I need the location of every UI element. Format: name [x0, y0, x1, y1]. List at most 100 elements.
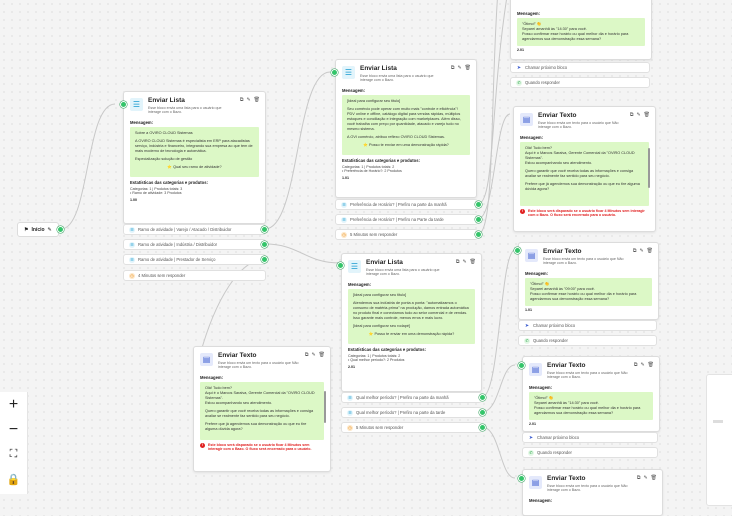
- edit-icon[interactable]: ✎: [246, 97, 251, 103]
- send-text-node[interactable]: ▤ Enviar Texto Esse bloco envia um texto…: [522, 469, 663, 516]
- output-handle[interactable]: [261, 226, 268, 233]
- send-text-node[interactable]: ▤ Enviar Texto Esse bloco envia um texto…: [193, 346, 331, 472]
- input-handle[interactable]: [331, 69, 338, 76]
- send-text-node[interactable]: Mensagem: "Ótimo!" 👏 Separei amanhã às "…: [510, 0, 652, 60]
- edit-icon[interactable]: ✎: [639, 248, 644, 254]
- option-label: Qual melhor período? | Prefiro na parte …: [356, 410, 446, 415]
- option-item[interactable]: ➤Chamar próximo bloco: [510, 62, 650, 73]
- option-item[interactable]: ◷4 Minutos sem responder: [123, 270, 266, 281]
- node-description: Esse bloco envia um texto para o usuário…: [543, 257, 624, 266]
- copy-icon[interactable]: ⧉: [304, 352, 309, 358]
- start-output-handle[interactable]: [57, 226, 64, 233]
- option-item[interactable]: ☰Qual melhor período? | Prefiro na parte…: [341, 392, 482, 403]
- stats-heading: Estatísticas das categorias e produtos:: [348, 346, 426, 352]
- copy-icon[interactable]: ⧉: [632, 248, 637, 254]
- option-item[interactable]: ☰Preferência de Horário? | Prefiro na Pa…: [335, 214, 478, 225]
- trash-icon[interactable]: 🗑: [469, 259, 476, 265]
- option-item[interactable]: ◷5 Minutos sem responder: [335, 229, 478, 240]
- minimap[interactable]: [706, 374, 732, 506]
- option-label: Ramo de atividade | Varejo / Atacado / D…: [138, 227, 232, 232]
- option-item[interactable]: ☰Ramo de atividade | Indústria / Distrib…: [123, 239, 266, 250]
- message-scrollbar[interactable]: [324, 391, 326, 423]
- option-item[interactable]: ☰Ramo de atividade | Varejo / Atacado / …: [123, 224, 266, 235]
- start-node[interactable]: ⚑ Início ✎: [17, 222, 59, 237]
- message-scrollbar[interactable]: [648, 148, 650, 188]
- copy-icon[interactable]: ⧉: [633, 362, 638, 368]
- message-line: Prefere que já agendemos sua demonstraçã…: [205, 421, 307, 431]
- option-item[interactable]: ✆Quando responder: [510, 77, 650, 88]
- edit-icon[interactable]: ✎: [640, 362, 645, 368]
- trash-icon[interactable]: 🗑: [646, 248, 653, 254]
- message-line: Posso confirmar esse horário ou qual mel…: [522, 32, 629, 41]
- edit-icon[interactable]: ✎: [643, 475, 648, 481]
- send-list-node[interactable]: ☰ Enviar Lista Esse bloco envia uma list…: [341, 253, 482, 392]
- send-list-node[interactable]: ☰ Enviar Lista Esse bloco envia uma list…: [335, 59, 477, 198]
- edit-icon[interactable]: ✎: [462, 259, 467, 265]
- input-handle[interactable]: [120, 101, 127, 108]
- message-line: [Ideal para configurar seu titulo]: [353, 292, 407, 297]
- option-item[interactable]: ☰Preferência de Horário? | Prefiro na pa…: [335, 199, 478, 210]
- stats-heading: Estatísticas das categorias e produtos:: [130, 179, 208, 185]
- copy-icon[interactable]: ⧉: [450, 65, 455, 71]
- stats-line: Categorias: 1 | Produtos totais: 3: [130, 186, 183, 191]
- trash-icon[interactable]: 🗑: [647, 362, 654, 368]
- copy-icon[interactable]: ⧉: [629, 112, 634, 118]
- message-line: Especialização solução de gestão: [135, 156, 193, 161]
- zoom-controls: + − ⛶ 🔒: [0, 392, 28, 494]
- output-handle[interactable]: [261, 256, 268, 263]
- copy-icon[interactable]: ⧉: [455, 259, 460, 265]
- option-item[interactable]: ➤Chamar próximo bloco: [522, 432, 658, 443]
- trash-icon[interactable]: 🗑: [650, 475, 657, 481]
- edit-icon[interactable]: ✎: [47, 226, 52, 233]
- input-handle[interactable]: [514, 247, 521, 254]
- copy-icon[interactable]: ⧉: [239, 97, 244, 103]
- message-line: [Ideal para configurar seu titulo]: [347, 98, 401, 103]
- copy-icon[interactable]: ⧉: [636, 475, 641, 481]
- send-text-node[interactable]: ▤ Enviar Texto Esse bloco envia um texto…: [522, 356, 660, 432]
- edit-icon[interactable]: ✎: [311, 352, 316, 358]
- input-handle[interactable]: [337, 262, 344, 269]
- message-heading: Mensagem:: [342, 87, 366, 93]
- message-heading: Mensagem:: [529, 384, 553, 390]
- list-icon: ☰: [341, 216, 347, 223]
- edit-icon[interactable]: ✎: [636, 112, 641, 118]
- zoom-out-button[interactable]: −: [0, 417, 27, 442]
- send-text-node[interactable]: ▤ Enviar Texto Esse bloco envia um texto…: [513, 106, 656, 232]
- output-handle[interactable]: [475, 201, 482, 208]
- zoom-in-button[interactable]: +: [0, 392, 27, 417]
- fit-view-button[interactable]: ⛶: [0, 442, 27, 467]
- trash-icon[interactable]: 🗑: [318, 352, 325, 358]
- option-label: Ramo de atividade | Indústria / Distribu…: [138, 242, 218, 247]
- option-item[interactable]: ☰Ramo de atividade | Prestador de Serviç…: [123, 254, 266, 265]
- node-description: Esse bloco envia um texto para o usuário…: [547, 484, 628, 493]
- node-title: Enviar Texto: [547, 475, 586, 482]
- message-line: Olá! Tudo bem?: [525, 145, 553, 150]
- trash-icon[interactable]: 🗑: [464, 65, 471, 71]
- fullscreen-icon: ⛶: [9, 448, 18, 460]
- option-item[interactable]: ✆Quando responder: [518, 335, 657, 346]
- output-handle[interactable]: [479, 424, 486, 431]
- output-handle[interactable]: [261, 241, 268, 248]
- option-item[interactable]: ◷5 Minutos sem responder: [341, 422, 482, 433]
- output-handle[interactable]: [479, 409, 486, 416]
- send-list-node[interactable]: ☰ Enviar Lista Esse bloco envia uma list…: [123, 91, 266, 224]
- list-icon: ☰: [341, 201, 347, 208]
- trash-icon[interactable]: 🗑: [253, 97, 260, 103]
- option-item[interactable]: ✆Quando responder: [522, 447, 658, 458]
- list-icon: ☰: [130, 98, 143, 111]
- send-text-node[interactable]: ▤ Enviar Texto Esse bloco envia um texto…: [518, 242, 659, 320]
- input-handle[interactable]: [518, 362, 525, 369]
- message-line: ⭐ Posso te enviar em uma demonstração rá…: [368, 331, 455, 336]
- output-handle[interactable]: [479, 394, 486, 401]
- trash-icon[interactable]: 🗑: [643, 112, 650, 118]
- option-item[interactable]: ➤Chamar próximo bloco: [518, 320, 657, 331]
- input-handle[interactable]: [518, 475, 525, 482]
- node-title: Enviar Lista: [148, 97, 185, 104]
- output-handle[interactable]: [475, 231, 482, 238]
- option-item[interactable]: ☰Qual melhor período? | Prefiro na parte…: [341, 407, 482, 418]
- output-handle[interactable]: [475, 216, 482, 223]
- edit-icon[interactable]: ✎: [457, 65, 462, 71]
- message-line: Sobre a OVIRO CLOUD Sistemas: [135, 130, 193, 135]
- lock-button[interactable]: 🔒: [0, 467, 27, 492]
